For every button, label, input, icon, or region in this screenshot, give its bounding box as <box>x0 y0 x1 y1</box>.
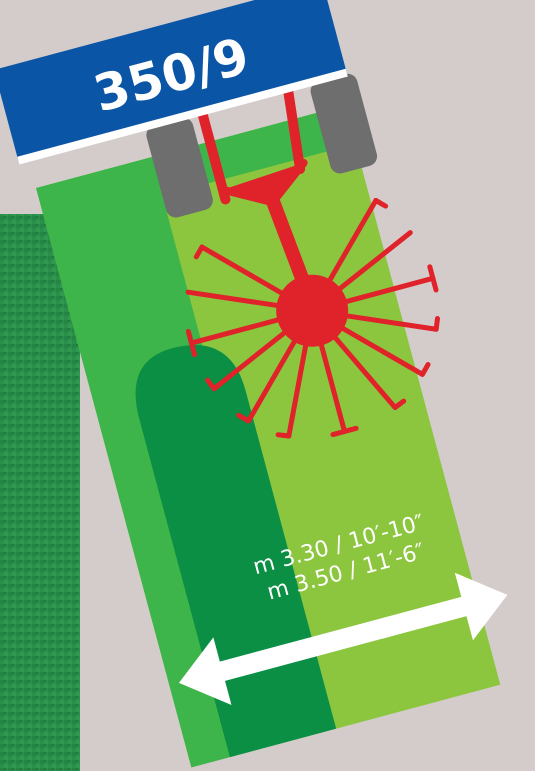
tedder-illustration: 350/9 m 3.30 / 10′-10″ m 3.50 / 11′-6″ <box>0 0 535 771</box>
model-card: 350/9 m 3.30 / 10′-10″ m 3.50 / 11′-6″ <box>0 0 535 770</box>
